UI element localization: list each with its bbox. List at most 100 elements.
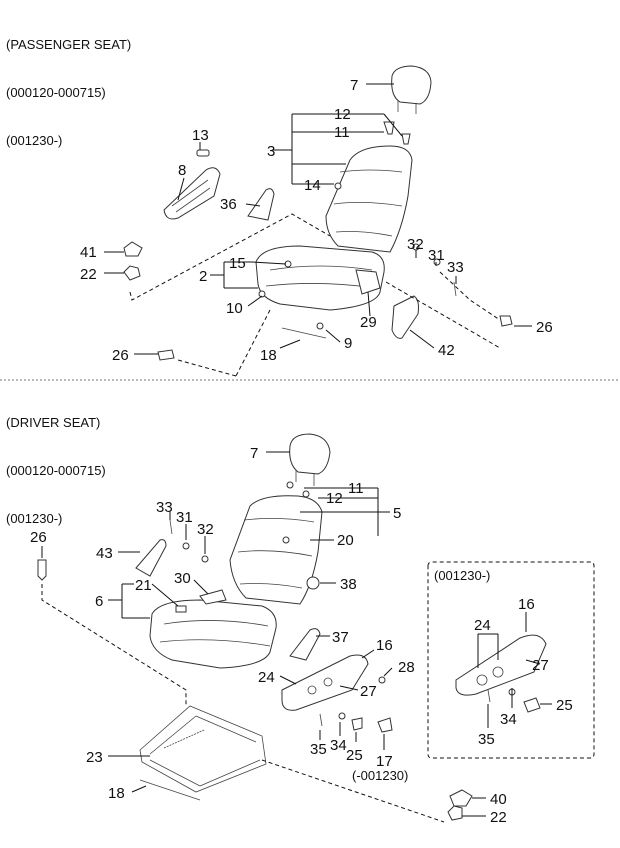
inset-side-cover-16 (455, 634, 547, 696)
callout-26-left: 26 (112, 347, 129, 364)
passenger-rail-18 (281, 327, 327, 339)
passenger-recliner-cover-36 (247, 188, 275, 221)
driver-headrest (289, 433, 331, 475)
callout-38: 38 (340, 576, 357, 593)
callout-20: 20 (337, 532, 354, 549)
callout-16: 16 (376, 637, 393, 654)
side-cover-hole (323, 677, 333, 687)
inset-callout-35: 35 (478, 731, 495, 748)
passenger-headrest (391, 65, 432, 105)
callout-36: 36 (220, 196, 237, 213)
leader-8 (177, 177, 185, 201)
driver-guide-11 (286, 481, 294, 489)
callout-32: 32 (197, 521, 214, 538)
leader-27 (339, 685, 359, 691)
callout-18: 18 (260, 347, 277, 364)
inset-callout-34: 34 (500, 711, 517, 728)
passenger-bracket-42 (391, 295, 419, 339)
leader-group-5 (300, 487, 390, 541)
track-spring (163, 729, 205, 749)
driver-bolt-32 (201, 555, 209, 563)
callout-22: 22 (490, 809, 507, 826)
inset-title: (001230-) (434, 568, 490, 583)
driver-screw-33 (169, 519, 173, 535)
leader-21 (151, 583, 179, 607)
callout-8: 8 (178, 162, 186, 179)
callout-31: 31 (176, 509, 193, 526)
callout-26-right: 26 (536, 319, 553, 336)
leader-27 (525, 659, 541, 665)
passenger-side-cover (163, 167, 221, 220)
driver-recliner-cover-37 (289, 628, 321, 661)
driver-rail-18 (139, 779, 201, 801)
driver-seat-drawing: 7 11 12 5 20 33 31 32 26 43 21 30 6 38 3… (30, 433, 595, 826)
driver-seat-cushion (149, 599, 277, 669)
passenger-latch-29 (355, 269, 381, 295)
leader-29 (367, 291, 371, 317)
leader-28 (383, 667, 393, 677)
passenger-seat-header: (PASSENGER SEAT) (000120-000715) (001230… (6, 5, 131, 165)
callout-17-note: (-001230) (352, 768, 408, 783)
inset-side-cover-hole (492, 666, 504, 678)
seat-back-stitching (333, 169, 403, 237)
callout-23: 23 (86, 749, 103, 766)
leader-group-24 (477, 633, 499, 668)
leader-16 (361, 649, 375, 659)
leader-group-6 (108, 583, 150, 619)
driver-latch-30 (199, 589, 227, 605)
passenger-seat-title: (PASSENGER SEAT) (6, 37, 132, 52)
callout-2: 2 (199, 268, 207, 285)
driver-nut-22 (447, 805, 463, 821)
driver-knob-38 (306, 576, 320, 590)
callout-42: 42 (438, 342, 455, 359)
passenger-seat-range-1: (000120-000715) (6, 85, 106, 100)
passenger-seat-back (325, 145, 413, 253)
leader-18 (279, 339, 301, 349)
callout-26: 26 (30, 529, 47, 546)
driver-seat-back (229, 495, 323, 605)
callout-29: 29 (360, 314, 377, 331)
passenger-seat-range-2: (001230-) (6, 133, 63, 148)
callout-6: 6 (95, 593, 103, 610)
driver-screw-28 (378, 676, 386, 684)
callout-7: 7 (250, 445, 258, 462)
callout-21: 21 (135, 577, 152, 594)
inset-screw-35 (487, 689, 491, 703)
callout-25: 25 (346, 747, 363, 764)
leader-10 (247, 295, 263, 307)
passenger-bolt-26-left (157, 349, 175, 361)
callout-33: 33 (156, 499, 173, 516)
passenger-clip-41 (123, 241, 143, 257)
callout-35: 35 (310, 741, 327, 758)
callout-5: 5 (393, 505, 401, 522)
inset-callout-24: 24 (474, 617, 491, 634)
driver-bolt-26 (37, 559, 47, 581)
driver-guide-12 (302, 490, 310, 498)
passenger-hook-10 (258, 290, 266, 298)
track-frame-inner (149, 715, 261, 787)
callout-3: 3 (267, 143, 275, 160)
passenger-nut-22 (123, 265, 141, 281)
driver-cap-25 (351, 717, 363, 731)
driver-seat-header: (DRIVER SEAT) (000120-000715) (001230-) (6, 383, 106, 543)
inset-callout-27: 27 (532, 657, 549, 674)
driver-guide-20 (282, 536, 290, 544)
callout-7: 7 (350, 77, 358, 94)
callout-11: 11 (334, 124, 350, 141)
leader-36 (245, 203, 261, 207)
leader-group-3 (272, 113, 403, 185)
callout-43: 43 (96, 545, 113, 562)
passenger-cap-13 (196, 149, 210, 157)
side-cover-hole (307, 685, 317, 695)
passenger-guide-12 (401, 133, 411, 145)
passenger-bolt-9 (316, 322, 324, 330)
inset-dashed-border (427, 561, 595, 759)
callout-12: 12 (334, 106, 351, 123)
driver-recliner-cover-43 (135, 539, 167, 577)
callout-10: 10 (226, 300, 243, 317)
driver-side-cover-16 (281, 654, 369, 711)
callout-17: 17 (376, 753, 393, 770)
leader-24 (279, 675, 297, 685)
passenger-bolt-26-right (499, 315, 513, 327)
